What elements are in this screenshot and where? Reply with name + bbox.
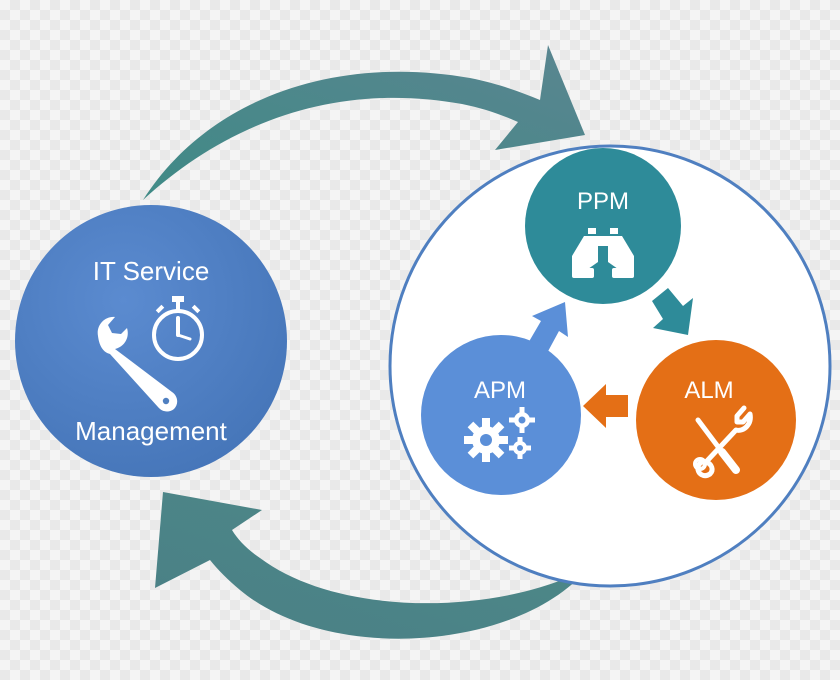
alm-label: ALM bbox=[684, 377, 733, 404]
arrow-alm-to-apm bbox=[583, 384, 628, 428]
arrow-ppm-to-alm bbox=[652, 288, 693, 335]
itsm-node: IT Service Management bbox=[15, 205, 287, 477]
ppm-label: PPM bbox=[577, 188, 629, 215]
itsm-circle bbox=[15, 205, 287, 477]
ppm-node: PPM bbox=[525, 148, 681, 304]
itsm-title-line2: Management bbox=[75, 416, 228, 446]
ppm-circle bbox=[525, 148, 681, 304]
apm-circle bbox=[421, 335, 581, 495]
alm-circle bbox=[636, 340, 796, 500]
gears-icon bbox=[464, 407, 535, 462]
apm-node: APM bbox=[421, 335, 581, 495]
binoculars-icon bbox=[572, 228, 634, 278]
wrench-stopwatch-icon bbox=[97, 296, 204, 412]
arrow-apm-to-ppm bbox=[527, 302, 568, 355]
alm-node: ALM bbox=[636, 340, 796, 500]
cycle-arrow-bottom bbox=[155, 492, 588, 639]
apm-label: APM bbox=[474, 377, 526, 404]
screwdriver-wrench-icon bbox=[693, 405, 753, 479]
cycle-arrow-top bbox=[143, 45, 585, 200]
itsm-title-line1: IT Service bbox=[93, 256, 210, 286]
